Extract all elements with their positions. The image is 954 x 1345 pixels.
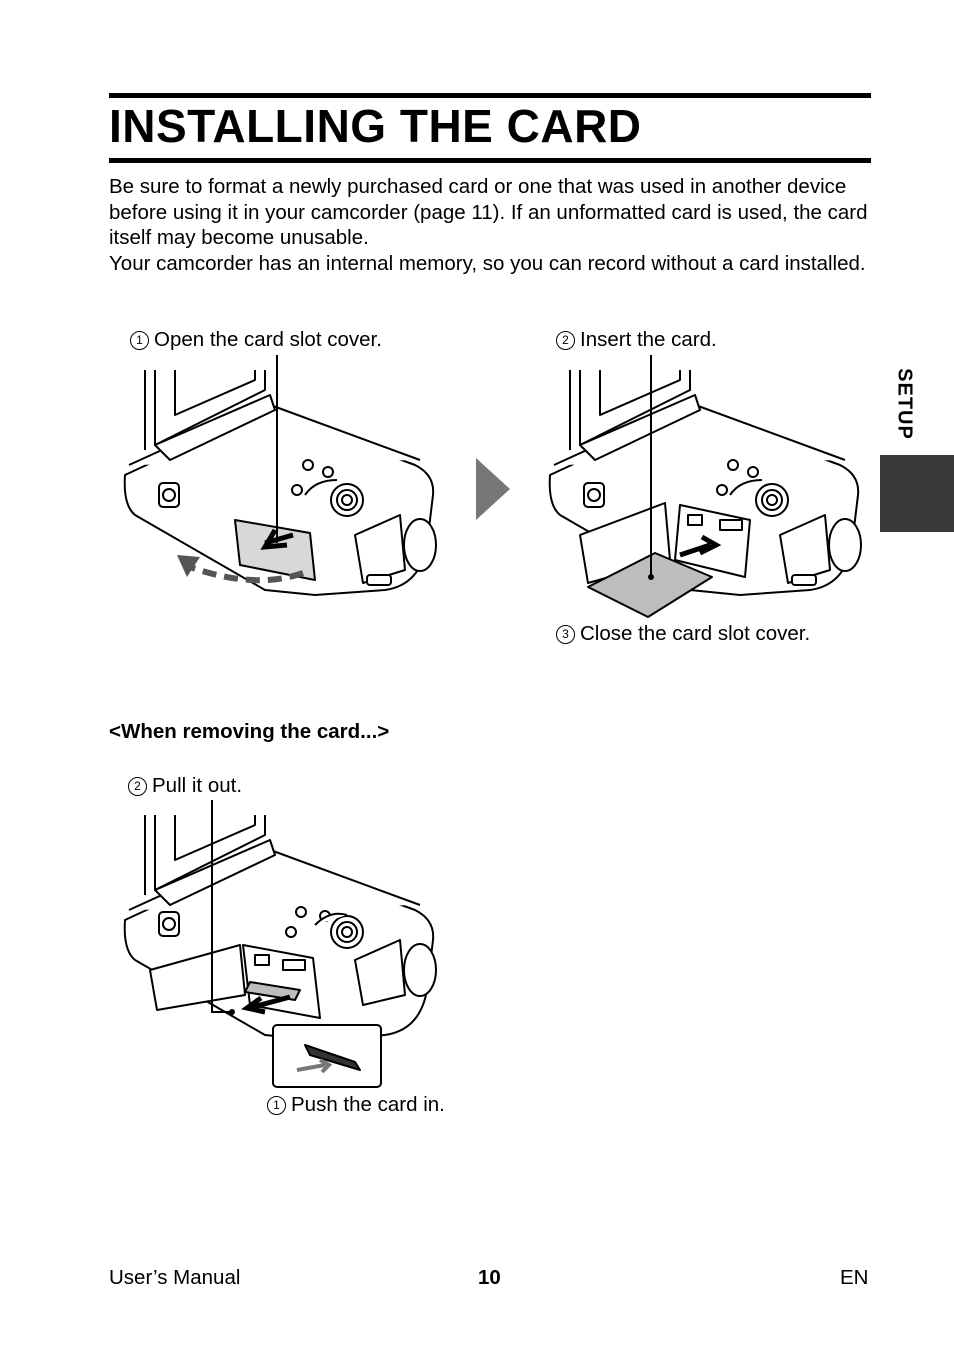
title-bottom-rule	[109, 158, 871, 163]
side-tab-label: SETUP	[893, 368, 916, 440]
removing-heading: <When removing the card...>	[109, 720, 390, 743]
camcorder-remove-card-illustration	[123, 800, 437, 1088]
page-number: 10	[478, 1266, 501, 1289]
step-insert-card: 2 Insert the card.	[556, 328, 717, 352]
footer-manual-label: User’s Manual	[109, 1266, 241, 1289]
step-push-card: 1 Push the card in.	[267, 1093, 445, 1117]
intro-paragraph-1: Be sure to format a newly purchased card…	[109, 175, 868, 250]
step-text: Push the card in.	[291, 1093, 445, 1116]
step-close-cover: 3 Close the card slot cover.	[556, 622, 810, 646]
step-open-cover: 1 Open the card slot cover.	[130, 328, 382, 352]
step-number: 2	[128, 777, 147, 796]
step-text: Pull it out.	[152, 774, 243, 797]
page-title: INSTALLING THE CARD	[109, 100, 642, 152]
step-number: 1	[130, 331, 149, 350]
side-tab-marker	[880, 455, 954, 532]
next-step-arrow-icon	[476, 458, 510, 520]
intro-paragraph-2: Your camcorder has an internal memory, s…	[109, 252, 866, 276]
title-top-rule	[109, 93, 871, 98]
footer-language: EN	[840, 1266, 869, 1289]
step-number: 2	[556, 331, 575, 350]
step-text: Insert the card.	[580, 328, 717, 351]
camcorder-open-cover-illustration	[123, 355, 437, 596]
step-pull-out: 2 Pull it out.	[128, 774, 242, 798]
step-text: Open the card slot cover.	[154, 328, 382, 351]
step-number: 3	[556, 625, 575, 644]
step-text: Close the card slot cover.	[580, 622, 811, 645]
intro-text: Be sure to format a newly purchased card…	[109, 174, 879, 277]
step-number: 1	[267, 1096, 286, 1115]
camcorder-insert-card-illustration	[548, 355, 862, 618]
